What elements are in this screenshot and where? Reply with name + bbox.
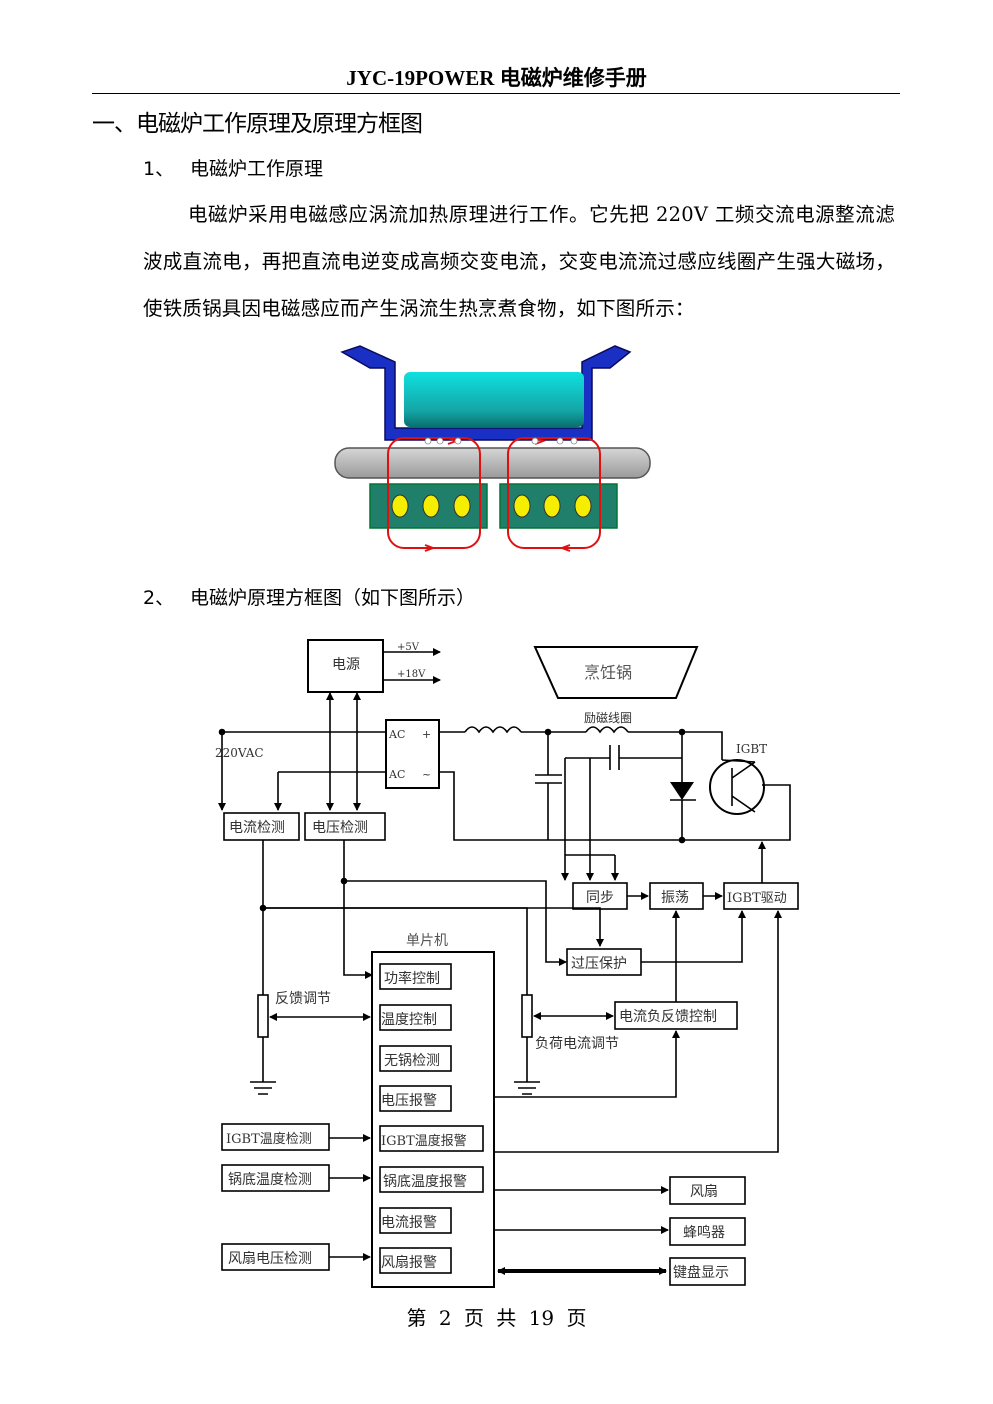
buzzer-label: 蜂鸣器: [683, 1224, 725, 1241]
fan-volt-detect-label: 风扇电压检测: [228, 1251, 312, 1267]
rectifier-plus: +: [422, 728, 431, 741]
document-header-title: JYC-19POWER 电磁炉维修手册: [346, 66, 647, 90]
pot-label: 烹饪锅: [584, 663, 632, 682]
rectifier-ac1: AC: [388, 728, 405, 741]
igbt-temp-alarm-label: IGBT温度报警: [381, 1133, 467, 1149]
no-pot-label: 无锅检测: [384, 1053, 440, 1069]
v18-label: +18V: [397, 669, 426, 680]
coil-label: 励磁线圈: [584, 710, 632, 725]
fan-alarm-label: 风扇报警: [381, 1255, 437, 1271]
igbt-temp-detect-label: IGBT温度检测: [226, 1131, 312, 1147]
load-current-adj-label: 负荷电流调节: [535, 1036, 619, 1052]
overvoltage-label: 过压保护: [571, 956, 627, 972]
pan-body: [340, 345, 632, 441]
pan-eddy-dots: [424, 437, 578, 445]
page-footer: 第 2 页 共 19 页: [406, 1306, 587, 1330]
section-title: 一、电磁炉工作原理及原理方框图: [92, 111, 423, 137]
fan-label: 风扇: [690, 1184, 718, 1200]
temp-ctrl-label: 温度控制: [381, 1012, 437, 1028]
current-detect-label: 电流检测: [229, 820, 285, 836]
sync-label: 同步: [586, 890, 614, 906]
current-alarm-label: 电流报警: [381, 1215, 437, 1231]
pot-temp-detect-label: 锅底温度检测: [228, 1172, 312, 1188]
power-ctrl-label: 功率控制: [384, 970, 440, 987]
current-neg-fb-label: 电流负反馈控制: [619, 1009, 717, 1025]
feedback-adj-label: 反馈调节: [275, 991, 331, 1007]
power-label: 电源: [332, 657, 360, 673]
subsection-1-number: 1、: [143, 158, 175, 180]
osc-label: 振荡: [661, 890, 689, 906]
principle-paragraph: 电磁炉采用电磁感应涡流加热原理进行工作。它先把 220V 工频交流电源整流滤波成…: [143, 203, 895, 320]
cooktop-plate: [334, 447, 651, 479]
subsection-1-title: 电磁炉工作原理: [190, 158, 324, 180]
voltage-detect-label: 电压检测: [312, 820, 368, 836]
vac-label: 220VAC: [215, 746, 264, 760]
mcu-label: 单片机: [406, 933, 448, 949]
igbt-drive-label: IGBT驱动: [727, 891, 787, 906]
v5-label: +5V: [397, 642, 420, 653]
rectifier-minus: ~: [422, 768, 431, 781]
induction-illustration: [334, 345, 651, 552]
subsection-2-number: 2、: [143, 587, 175, 609]
igbt-label: IGBT: [736, 742, 767, 756]
block-diagram: 电源 +5V +18V 烹饪锅 励磁线圈 IGBT 220VAC AC + AC…: [215, 639, 799, 1288]
coil-dots: [391, 494, 592, 518]
subsection-2-title: 电磁炉原理方框图（如下图所示）: [190, 587, 476, 609]
pan-food: [404, 372, 584, 427]
pot-temp-alarm-label: 锅底温度报警: [383, 1174, 467, 1190]
subsection-2: 2、电磁炉原理方框图（如下图所示）: [143, 583, 475, 610]
keyboard-label: 键盘显示: [673, 1264, 729, 1281]
subsection-1: 1、电磁炉工作原理: [143, 154, 323, 181]
header-rule: [92, 93, 900, 94]
volt-alarm-label: 电压报警: [381, 1093, 437, 1109]
rectifier-ac2: AC: [388, 768, 405, 781]
